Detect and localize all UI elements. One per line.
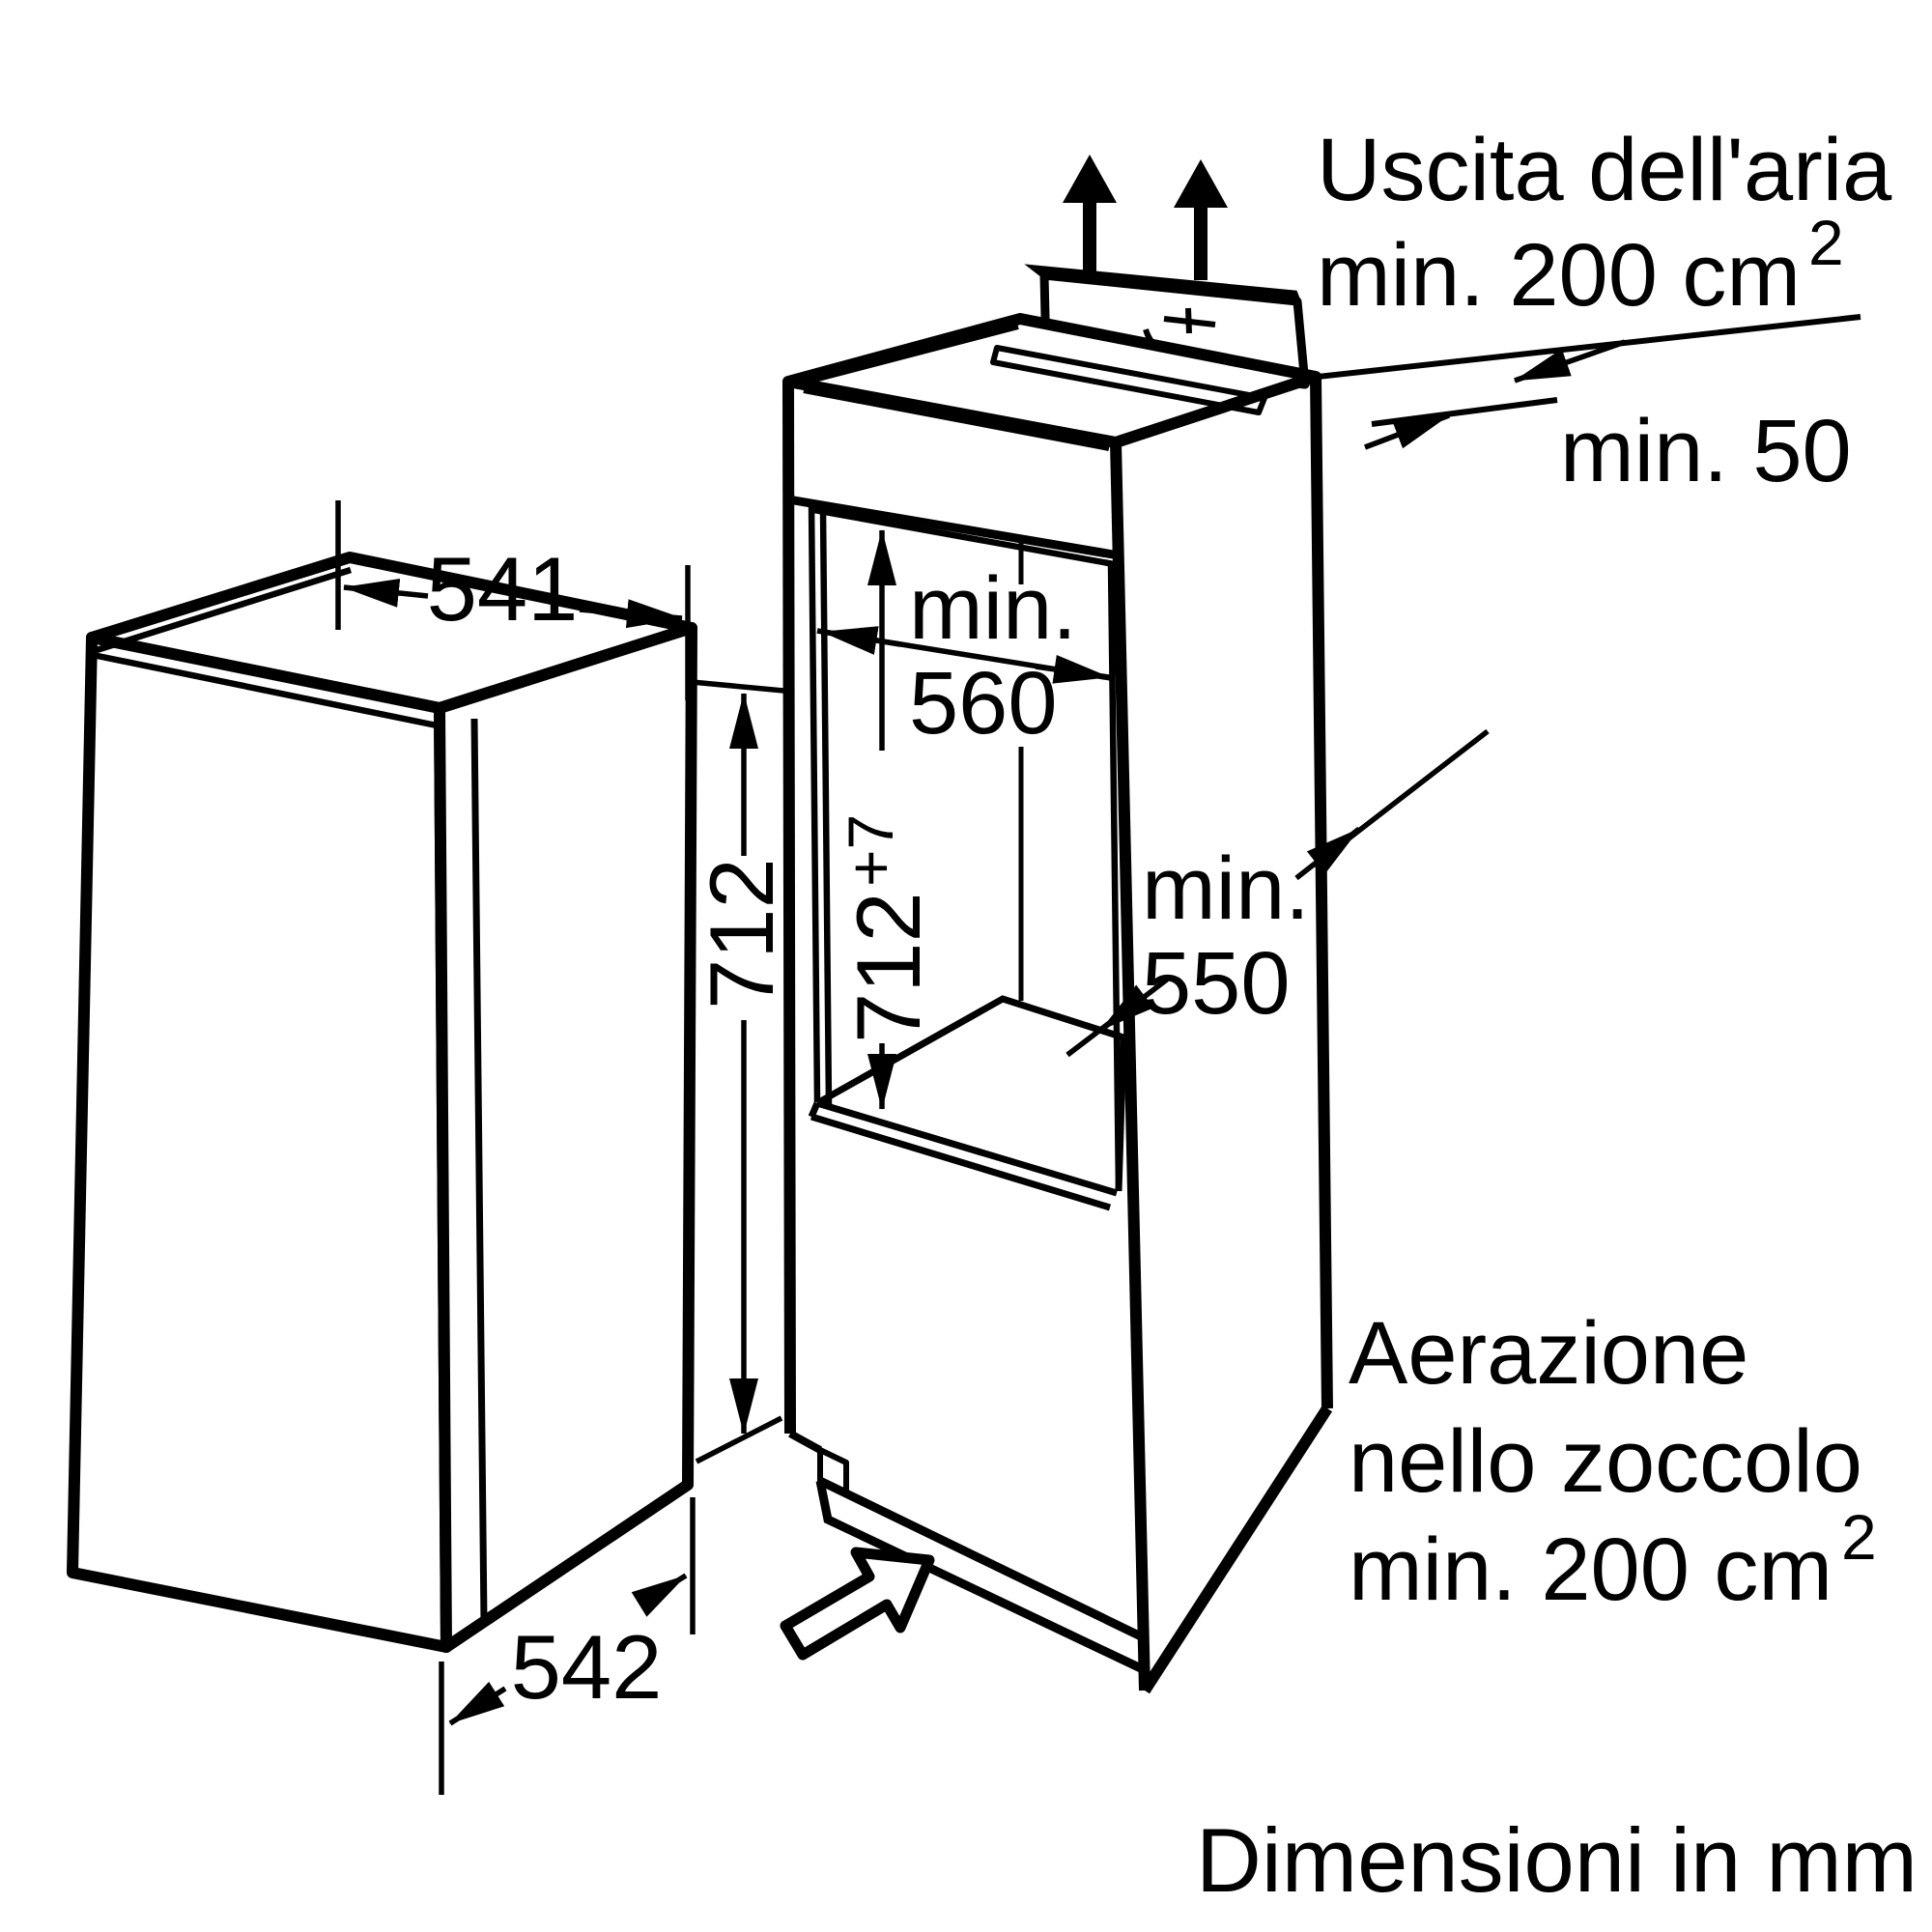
niche-floor-front-edge [815, 1099, 1119, 1197]
plinth-vent-label: Aerazione nello zoccolo min. 200 cm 2 [1349, 1304, 1877, 1619]
appliance-drawing [67, 552, 697, 1653]
dim-appliance-height: 712 [691, 679, 795, 1464]
dim-appliance-width: 541 [335, 500, 691, 700]
cabinet-top-back-strip [795, 324, 1019, 387]
label-niche-depth-word: min. [1142, 839, 1310, 938]
dim-top-gap: min. 50 [1308, 314, 1861, 500]
insertion-arrow-icon [780, 1547, 935, 1661]
niche-right-wall-line [1107, 563, 1122, 1192]
dim-niche-height-value: 712 [838, 892, 939, 1043]
plinth-step-edge [788, 1430, 822, 1454]
dim-542-value: 542 [511, 1616, 663, 1718]
cabinet-front-left-edge [782, 381, 796, 1435]
dim-arrow [343, 578, 429, 608]
vent-icon-stem [1185, 307, 1192, 334]
dim-arrow [821, 626, 901, 655]
dim-arrow [1035, 654, 1110, 684]
dim-arrow [631, 1573, 688, 1617]
label-plinth-line2: nello zoccolo [1349, 1412, 1862, 1511]
cabinet-top-slot [990, 345, 1267, 415]
dim-niche-height: 712 +7 [835, 529, 939, 1110]
dim-appliance-depth: 542 [439, 1497, 696, 1795]
cabinet-back-right-edge [1310, 376, 1333, 1409]
dim-541-value: 541 [427, 538, 579, 639]
dim-niche-height-tolerance: +7 [835, 814, 906, 887]
label-niche-width-word: min. [909, 559, 1077, 658]
label-niche-width-value: 560 [909, 654, 1058, 753]
niche-floor-right-edge [1115, 1037, 1127, 1192]
tick-line [691, 679, 795, 695]
dim-712-value: 712 [691, 858, 792, 1009]
label-plinth-line3: min. 200 cm [1349, 1520, 1833, 1619]
dim-arrow [1364, 412, 1450, 450]
dim-arrow [1099, 977, 1169, 1033]
fridge-door-gap-line [470, 718, 488, 1623]
dim-arrow [448, 1681, 507, 1726]
dim-arrow [1294, 826, 1361, 881]
up-arrow-icon [1174, 159, 1228, 280]
label-niche-depth-value: 550 [1142, 934, 1291, 1033]
fridge-door-top-strip [92, 651, 438, 729]
niche-left-wall-line [819, 508, 833, 1106]
niche-cabinet-drawing [782, 264, 1333, 1694]
fridge-top-back-strip [96, 566, 352, 654]
cabinet-side-bottom-edge [1139, 1405, 1333, 1694]
label-air-outlet-sup: 2 [1808, 207, 1844, 278]
plinth-band-bottom-edge [815, 1480, 1145, 1674]
niche-header-bottom-edge [787, 495, 1120, 560]
label-air-outlet-line1: Uscita dell'aria [1317, 121, 1892, 219]
up-arrow-icon [1063, 155, 1117, 275]
cabinet-top-front-strip [803, 387, 1110, 451]
gap-reference-line [1308, 314, 1861, 381]
niche-top-inner-edge [813, 506, 1115, 568]
niche-left-wall-line [808, 501, 821, 1103]
air-outlet-label: Uscita dell'aria min. 200 cm 2 [1317, 121, 1892, 325]
fridge-door-face [67, 632, 452, 1653]
units-note: Dimensioni in mm [1196, 1809, 1918, 1911]
cabinet-front-right-edge [1110, 441, 1151, 1691]
air-outlet-arrows [1063, 155, 1228, 280]
label-plinth-sup: 2 [1841, 1501, 1877, 1573]
vent-panel-top-edge [1024, 264, 1301, 303]
dim-arrow [579, 599, 683, 629]
label-air-outlet-line2: min. 200 cm [1317, 226, 1801, 325]
dim-arrow [1514, 339, 1626, 384]
plinth-band-top-edge [818, 1476, 1143, 1641]
dim-niche-depth: min. 550 [1065, 728, 1490, 1058]
fridge-side-face [434, 622, 697, 1653]
tick-line [695, 1415, 783, 1464]
label-plinth-line1: Aerazione [1349, 1304, 1748, 1403]
niche-floor-front-face-edge [808, 1101, 1112, 1211]
label-top-gap: min. 50 [1560, 402, 1852, 500]
dim-niche-width: min. 560 [816, 559, 1112, 753]
